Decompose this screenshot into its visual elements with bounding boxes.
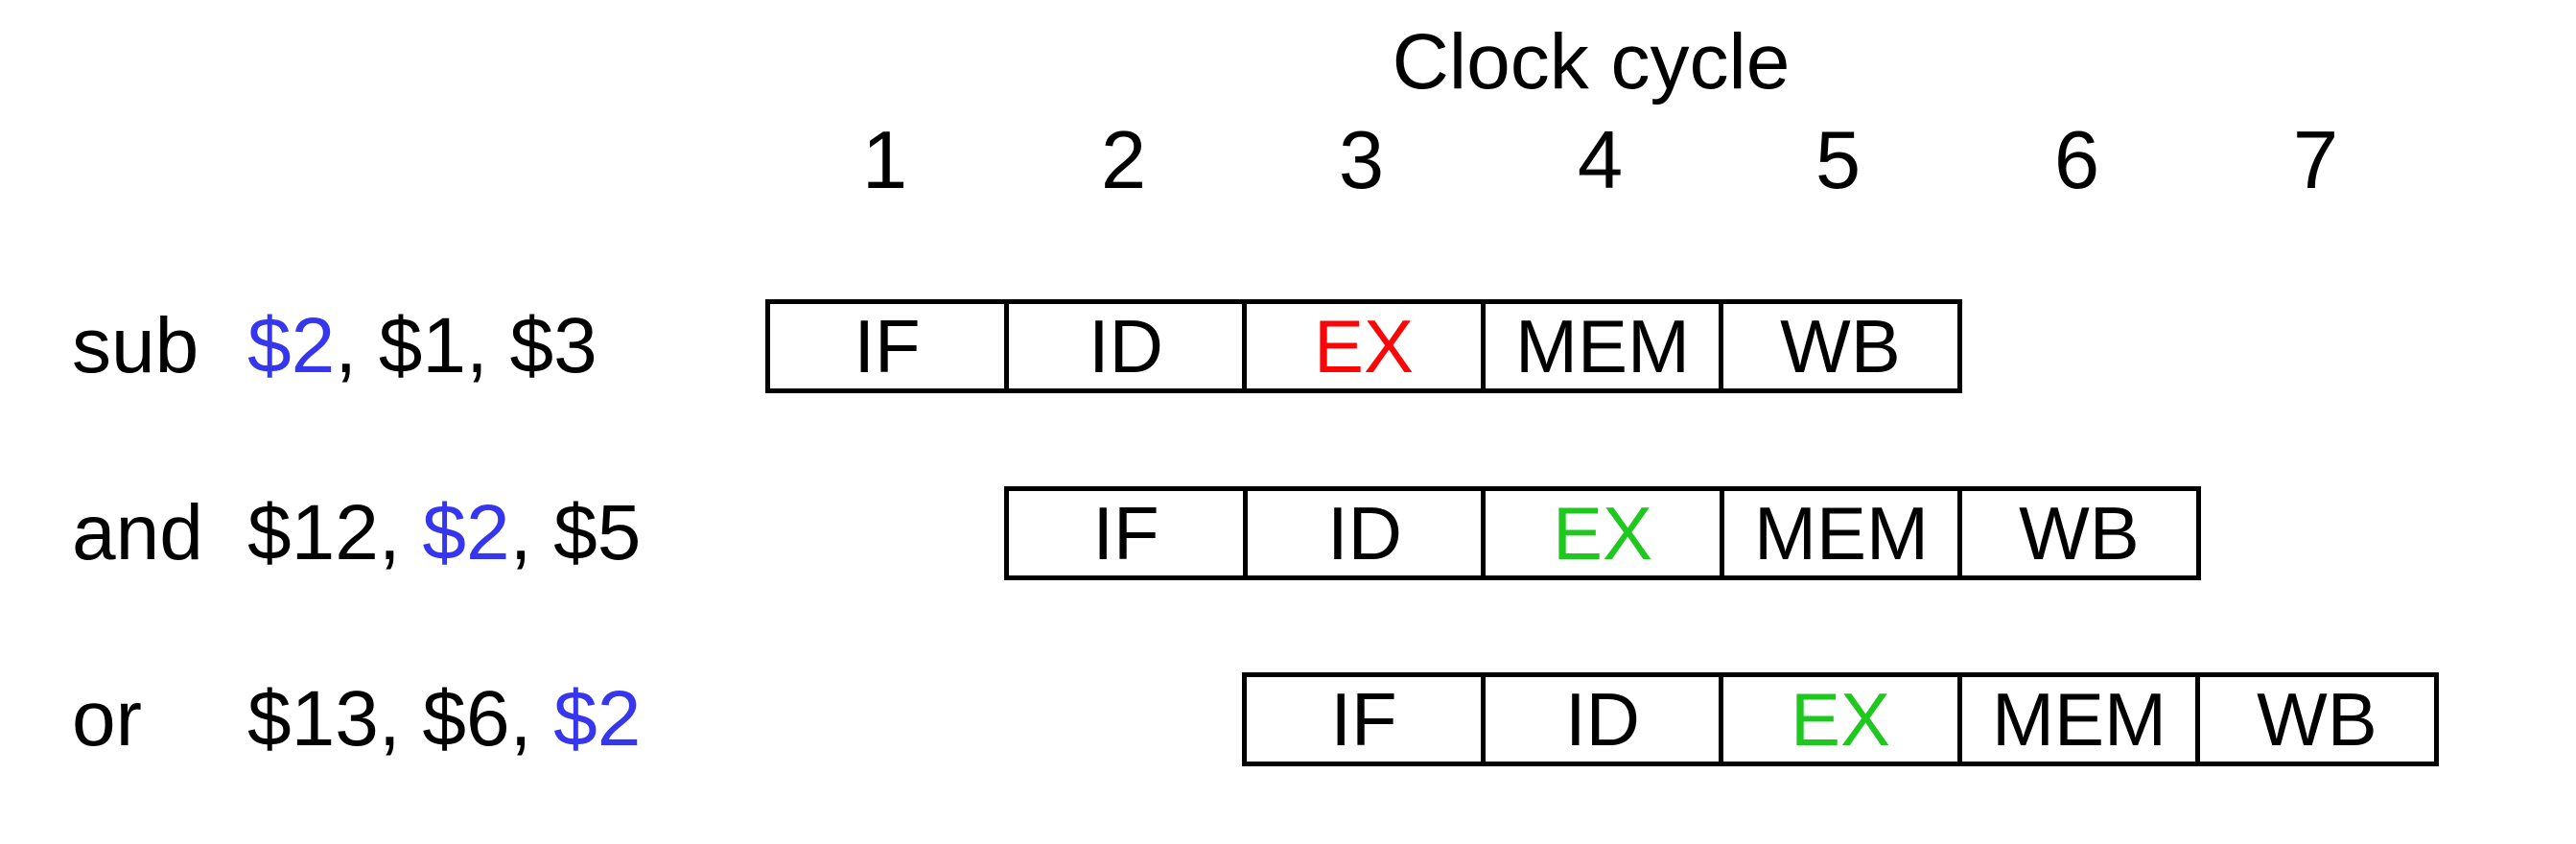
- instruction-mnemonic: and: [72, 489, 203, 576]
- clock-cycle-number-5: 5: [1815, 115, 1862, 206]
- stage-label: MEM: [1515, 303, 1690, 388]
- stage-box-id: ID: [1481, 672, 1724, 766]
- stage-label: MEM: [1992, 676, 2166, 762]
- stage-box-wb: WB: [1957, 486, 2201, 580]
- stage-box-ex: EX: [1481, 486, 1724, 580]
- stage-label: EX: [1790, 676, 1891, 762]
- stage-box-id: ID: [1243, 486, 1487, 580]
- stage-box-wb: WB: [1719, 299, 1962, 393]
- stage-box-mem: MEM: [1957, 672, 2201, 766]
- stage-label: IF: [854, 303, 921, 388]
- stage-label: ID: [1089, 303, 1163, 388]
- operand-segment: $2: [247, 302, 336, 389]
- stage-label: EX: [1313, 303, 1415, 388]
- stage-label: WB: [2257, 676, 2377, 762]
- clock-cycle-number-4: 4: [1577, 115, 1624, 206]
- stage-label: ID: [1327, 490, 1402, 575]
- stage-box-mem: MEM: [1720, 486, 1963, 580]
- clock-cycle-number-3: 3: [1338, 115, 1385, 206]
- operand-segment: $2: [553, 675, 642, 762]
- instruction-label-or: or $13, $6, $2: [72, 672, 1127, 766]
- stage-label: ID: [1565, 676, 1640, 762]
- clock-cycle-number-1: 1: [861, 115, 908, 206]
- instruction-mnemonic: or: [72, 675, 142, 762]
- stage-box-id: ID: [1004, 299, 1248, 393]
- operand-segment: , $1, $3: [335, 302, 597, 389]
- stage-box-if: IF: [1242, 672, 1486, 766]
- clock-cycle-number-2: 2: [1100, 115, 1147, 206]
- operand-segment: , $5: [509, 489, 642, 576]
- instruction-mnemonic: sub: [72, 302, 199, 389]
- stage-label: EX: [1552, 490, 1653, 575]
- clock-cycle-number-6: 6: [2053, 115, 2100, 206]
- clock-cycle-number-7: 7: [2292, 115, 2339, 206]
- pipeline-row-and: IF ID EX MEM WB: [1004, 486, 2201, 580]
- stage-box-wb: WB: [2195, 672, 2439, 766]
- instruction-label-and: and $12, $2, $5: [72, 486, 1127, 580]
- stage-box-if: IF: [1004, 486, 1248, 580]
- stage-label: MEM: [1754, 490, 1929, 575]
- clock-cycle-title: Clock cycle: [1392, 18, 1791, 106]
- instruction-label-sub: sub $2, $1, $3: [72, 299, 1127, 393]
- pipeline-row-or: IF ID EX MEM WB: [1242, 672, 2439, 766]
- stage-label: WB: [1780, 303, 1901, 388]
- stage-label: IF: [1330, 676, 1397, 762]
- stage-box-if: IF: [765, 299, 1009, 393]
- stage-label: IF: [1092, 490, 1159, 575]
- operand-segment: $2: [422, 489, 510, 576]
- pipeline-row-sub: IF ID EX MEM WB: [765, 299, 1962, 393]
- stage-box-mem: MEM: [1481, 299, 1724, 393]
- operand-segment: $12,: [247, 489, 423, 576]
- operand-segment: $13, $6,: [247, 675, 554, 762]
- stage-label: WB: [2019, 490, 2140, 575]
- stage-box-ex: EX: [1242, 299, 1486, 393]
- stage-box-ex: EX: [1719, 672, 1962, 766]
